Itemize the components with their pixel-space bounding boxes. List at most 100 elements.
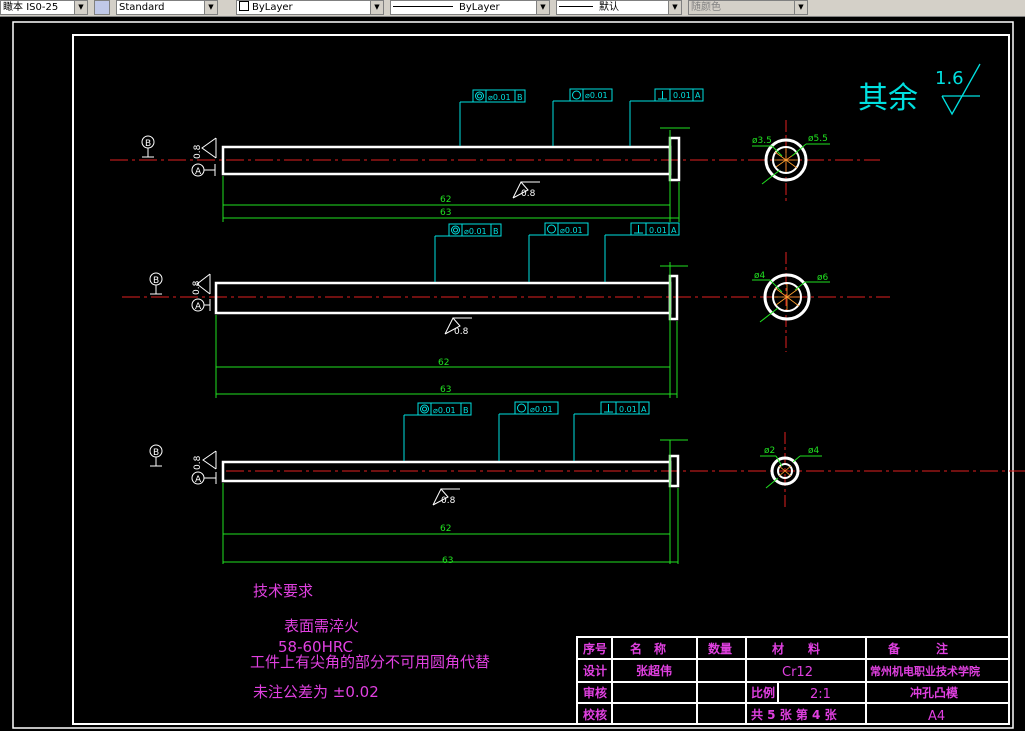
dimension-inner-length: 62 — [440, 195, 451, 205]
title-part-name: 冲孔凸模 — [910, 685, 959, 700]
dimension-overall-length: 63 — [440, 385, 451, 395]
bottom-roughness-value: 0.8 — [441, 496, 456, 506]
title-block: 序号 名 称 数量 材 料 备 注 设计 张超伟 常州机电职业技术学院 审核 比… — [576, 636, 1010, 725]
textstyle-manager-icon[interactable] — [94, 0, 110, 15]
bottom-roughness-value: 0.8 — [521, 189, 536, 199]
geometric-tolerance-frame-1 — [434, 223, 502, 282]
title-scale: 2:1 — [810, 687, 831, 702]
properties-toolbar: 瞰本 IS0-25▼ Standard▼ ByLayer▼ ByLayer▼ 默… — [0, 0, 1025, 17]
fcf3-datum: A — [641, 405, 647, 414]
title-label-scale: 比例 — [751, 685, 775, 700]
chevron-down-icon[interactable]: ▼ — [668, 1, 681, 14]
geometric-tolerance-frame-3 — [573, 401, 650, 461]
title-header-material: 材 料 — [771, 641, 820, 656]
diameter-leaders — [760, 455, 822, 489]
diameter-leaders — [752, 279, 830, 323]
drawing-frame — [72, 34, 1010, 725]
fcf1-datum: B — [493, 227, 499, 236]
length-dimensions — [222, 127, 690, 222]
tech-line-3: 工件上有尖角的部分不可用圆角代替 — [250, 653, 490, 671]
side-roughness-symbol — [196, 273, 211, 295]
diameter-small-label: ø4 — [754, 271, 766, 281]
linetype-sample-icon — [393, 6, 453, 7]
plotstyle-select[interactable]: 随颜色 ▼ — [688, 0, 808, 15]
lineweight-select[interactable]: 默认▼ — [556, 0, 682, 15]
tech-line-1: 表面需淬火 — [284, 617, 359, 635]
punch-view-2: ø4 ø6 B A 0.8 ⌀0.01 B ⌀0.01 0.01 — [122, 222, 890, 398]
textstyle-value: Standard — [119, 2, 165, 13]
chevron-down-icon[interactable]: ▼ — [74, 1, 87, 14]
tech-line-4: 未注公差为 ±0.02 — [253, 683, 379, 701]
datum-a-symbol — [191, 163, 216, 177]
datum-b-symbol — [149, 444, 163, 467]
title-paper: A4 — [928, 709, 945, 724]
title-header-seq: 序号 — [583, 641, 607, 656]
textstyle-select[interactable]: Standard ▼ — [116, 0, 218, 15]
end-view-inner-circle — [777, 463, 793, 479]
tech-title: 技术要求 — [253, 582, 313, 600]
layer-value: ByLayer — [252, 2, 293, 13]
datum-a-letter: A — [195, 302, 202, 312]
diameter-small-label: ø2 — [764, 446, 775, 456]
title-designer: 张超伟 — [636, 663, 672, 678]
diameter-leaders — [752, 143, 830, 185]
title-sheets: 共 5 张 第 4 张 — [751, 707, 838, 722]
dimstyle-select[interactable]: 瞰本 IS0-25▼ — [0, 0, 88, 15]
fcf3-tolerance: 0.01 — [649, 226, 667, 235]
datum-a-symbol — [191, 471, 217, 485]
side-roughness-value: 0.8 — [193, 455, 203, 470]
length-dimensions — [215, 262, 688, 398]
fcf1-tolerance: ⌀0.01 — [464, 227, 487, 236]
end-view-outer-circle — [763, 273, 811, 321]
side-roughness-symbol — [202, 450, 217, 470]
fcf1-tolerance: ⌀0.01 — [488, 93, 511, 102]
end-view-outer-circle — [770, 456, 800, 486]
fcf3-tolerance: 0.01 — [619, 405, 637, 414]
roughness-note-value: 1.6 — [935, 68, 964, 89]
datum-b-letter: B — [145, 139, 151, 149]
chevron-down-icon[interactable]: ▼ — [204, 1, 217, 14]
end-view-hatch — [774, 284, 800, 310]
fcf2-tolerance: ⌀0.01 — [585, 91, 608, 100]
geometric-tolerance-frame-2 — [498, 401, 559, 461]
dimension-overall-length: 63 — [442, 556, 453, 566]
diameter-small-label: ø3.5 — [752, 136, 772, 146]
title-label-check: 校核 — [583, 707, 607, 722]
title-header-remark: 备 注 — [887, 641, 948, 656]
punch-view-1: ø3.5 ø5.5 B A 0.8 ⌀0.01 B ⌀0.01 0. — [110, 88, 880, 222]
side-roughness-value: 0.8 — [192, 280, 202, 295]
dimension-inner-length: 62 — [440, 524, 451, 534]
canvas-background — [0, 17, 1025, 731]
title-material: Cr12 — [782, 665, 813, 680]
end-view-outer-circle — [764, 138, 808, 182]
title-label-review: 审核 — [583, 685, 607, 700]
chevron-down-icon[interactable]: ▼ — [370, 1, 383, 14]
length-dimensions — [222, 439, 688, 564]
title-header-qty: 数量 — [708, 641, 732, 656]
chevron-down-icon[interactable]: ▼ — [536, 1, 549, 14]
datum-a-letter: A — [195, 475, 202, 485]
roughness-note-text: 其余 — [858, 81, 918, 116]
punch-view-3: ø2 ø4 B A 0.8 ⌀0.01 B ⌀0.01 0.01 — [149, 401, 1025, 566]
tech-line-2: 58-60HRC — [278, 638, 353, 656]
fcf2-tolerance: ⌀0.01 — [560, 226, 583, 235]
technical-requirements: 技术要求 表面需淬火 58-60HRC 工件上有尖角的部分不可用圆角代替 未注公… — [250, 582, 490, 701]
fcf1-datum: B — [463, 406, 469, 415]
chevron-down-icon[interactable]: ▼ — [794, 1, 807, 14]
dimension-inner-length: 62 — [438, 358, 449, 368]
plotstyle-value: 随颜色 — [691, 2, 721, 13]
linetype-select[interactable]: ByLayer▼ — [390, 0, 550, 15]
diameter-large-label: ø5.5 — [808, 134, 828, 144]
side-roughness-symbol — [201, 137, 217, 159]
fcf3-datum: A — [695, 91, 701, 100]
bottom-roughness-symbol — [512, 181, 540, 199]
dimstyle-prefix: 瞰本 — [3, 2, 23, 13]
side-roughness-value: 0.8 — [193, 144, 203, 159]
lineweight-sample-icon — [559, 6, 593, 7]
geometric-tolerance-frame-2 — [552, 88, 613, 146]
general-roughness-note: 其余 1.6 — [858, 63, 981, 116]
datum-b-symbol — [141, 135, 155, 158]
geometric-tolerance-frame-1 — [403, 402, 472, 461]
drawing-canvas[interactable]: 其余 1.6 ø3.5 ø5.5 B A 0.8 — [0, 17, 1025, 731]
layer-select[interactable]: ByLayer ▼ — [236, 0, 384, 15]
